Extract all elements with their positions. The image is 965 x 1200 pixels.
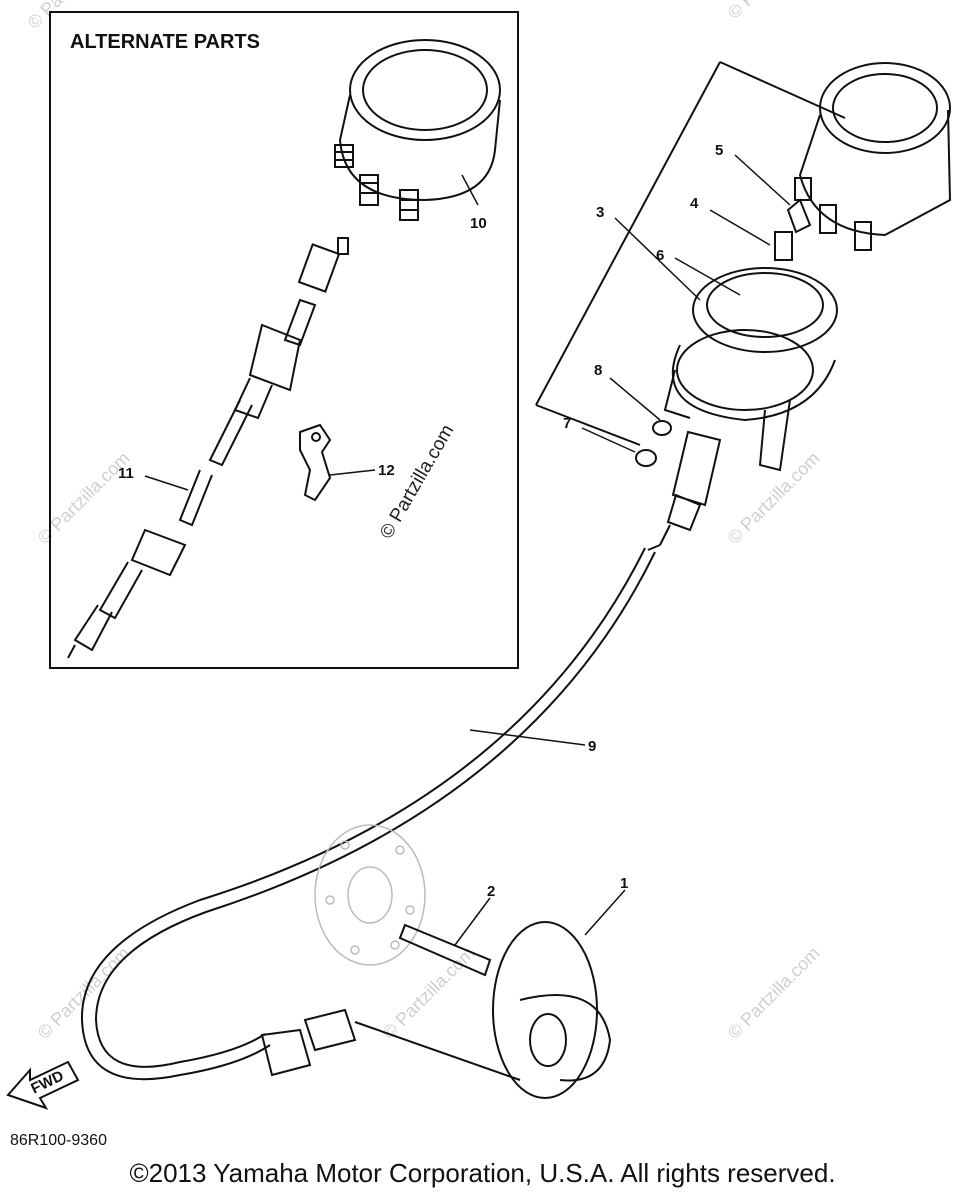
gear-unit-part-1 [492,921,612,1099]
leader-line-3 [614,217,701,301]
callout-6: 6 [656,247,664,264]
watermark-faint: © Partzilla.com [724,943,824,1043]
bracket-part-12 [299,423,332,502]
wheel-hub-outline [314,824,426,966]
watermark-faint: © Partzilla.com [34,448,134,548]
leader-line-10 [461,174,479,206]
callout-2: 2 [487,883,495,900]
leader-line-12 [329,469,376,476]
watermark-faint: © Partzilla.com [724,448,824,548]
callout-10: 10 [470,215,487,232]
copyright-notice: ©2013 Yamaha Motor Corporation, U.S.A. A… [129,1158,836,1188]
leader-line-8 [609,377,661,421]
cable-lower-end [260,1008,521,1081]
cable-meter-end [647,430,722,551]
leader-line-7 [581,427,636,453]
shaft-part-2 [398,923,492,977]
diagram-code: 86R100-9360 [10,1132,107,1149]
callout-9: 9 [588,738,596,755]
callout-3: 3 [596,204,604,221]
watermark-faint: © Partzilla.com [24,0,124,33]
watermark-main: © Partzilla.com [376,421,458,542]
watermark-faint-group: © Partzilla.com © Partzilla.com © Partzi… [24,0,824,1043]
alt-meter-part-10 [334,39,501,221]
callout-12: 12 [378,462,395,479]
callout-1: 1 [620,875,628,892]
leader-line-5 [734,154,791,206]
leader-line-2 [454,897,491,946]
alternate-parts-box [49,11,519,669]
callout-labels: 1 2 3 4 5 6 7 8 9 10 11 12 [118,142,723,900]
callout-4: 4 [690,195,699,212]
leader-line-9 [469,729,586,746]
alt-cable-part-11 [67,237,349,659]
grommet-parts-7-8 [635,420,672,467]
callout-8: 8 [594,362,602,379]
alternate-parts-title: ALTERNATE PARTS [70,31,260,53]
main-cable-part-9-inner [94,551,656,1068]
leader-line-1 [584,889,626,936]
leader-line-11 [144,475,189,491]
callout-11: 11 [118,465,134,482]
forward-arrow: FWD [6,1060,80,1110]
watermark-faint: © Partzilla.com [724,0,824,23]
leader-line-6 [674,257,741,296]
callout-5: 5 [715,142,723,159]
meter-assembly-group [535,61,952,472]
main-cable-part-9 [80,547,646,1081]
leader-line-4 [709,209,771,246]
watermark-faint: © Partzilla.com [34,943,134,1043]
callout-7: 7 [563,415,571,432]
